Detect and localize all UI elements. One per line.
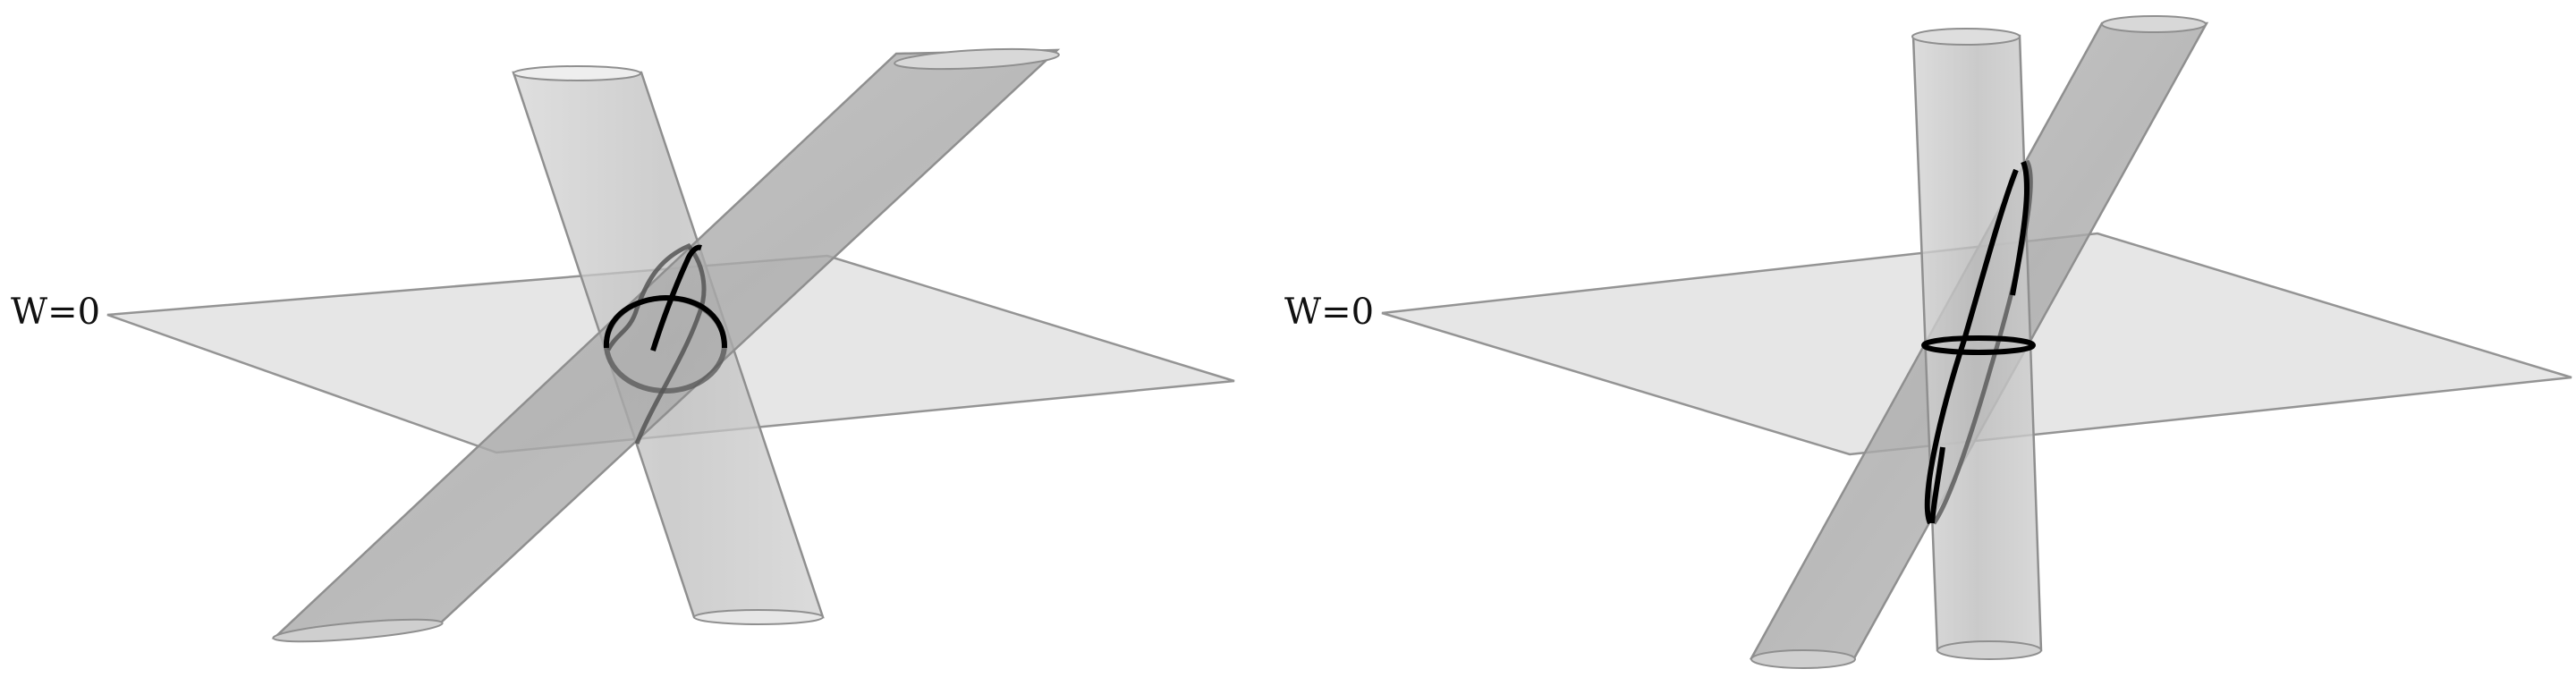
intersection-curves-left bbox=[603, 242, 727, 445]
left-panel: W=0 bbox=[11, 47, 1235, 643]
plane-label-right: W=0 bbox=[1284, 292, 1374, 333]
intersection-curves-right bbox=[1921, 159, 2036, 525]
cylinder-dark-left bbox=[271, 47, 1061, 643]
plane-label-left: W=0 bbox=[11, 292, 100, 333]
right-panel: W=0 bbox=[1284, 15, 2572, 669]
